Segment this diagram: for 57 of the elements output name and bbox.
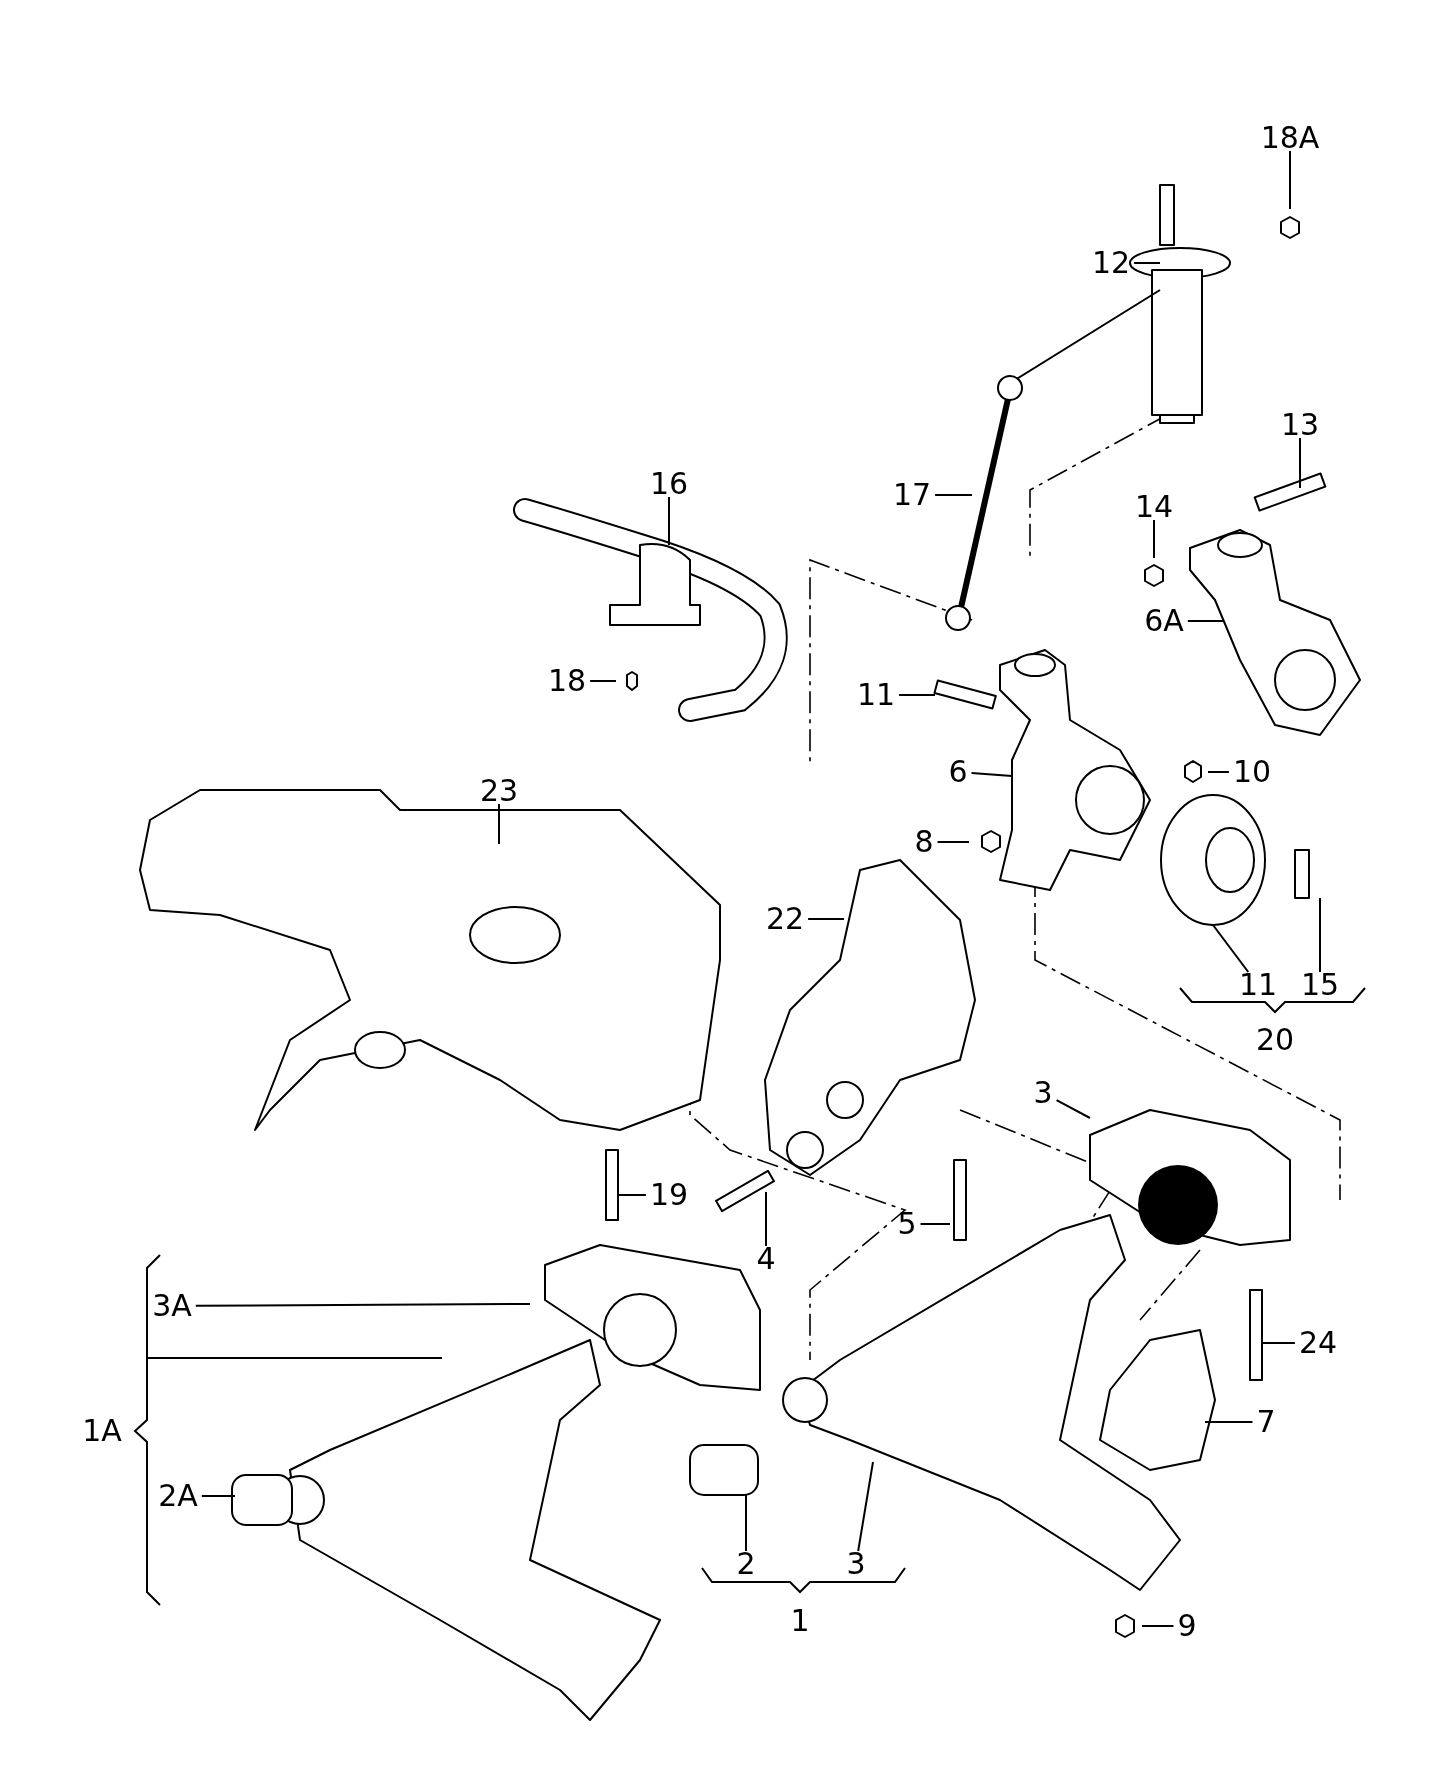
leader-line xyxy=(919,1223,951,1225)
leader-line xyxy=(936,841,970,843)
callout-number: 17 xyxy=(892,478,932,512)
callout-number: 6 xyxy=(948,755,968,789)
callout-number: 22 xyxy=(765,902,805,936)
leader-line xyxy=(857,1461,874,1552)
leader-line xyxy=(1153,519,1155,559)
callout-number: 9 xyxy=(1177,1609,1197,1643)
group-number: 20 xyxy=(1255,1023,1295,1057)
leader-line xyxy=(970,772,1013,777)
callout-number: 11 xyxy=(856,678,896,712)
callout-number: 11 xyxy=(1238,968,1278,1002)
callout-number: 12 xyxy=(1091,246,1131,280)
callout-number: 3 xyxy=(1033,1076,1053,1110)
leader-line xyxy=(934,494,973,496)
leader-line xyxy=(745,1494,747,1552)
leader-line xyxy=(1133,262,1161,264)
leader-line xyxy=(1186,620,1225,622)
callout-number: 13 xyxy=(1280,408,1320,442)
callout-number: 3 xyxy=(846,1547,866,1581)
callout-number: 16 xyxy=(649,467,689,501)
leader-line xyxy=(1289,150,1291,210)
leader-line xyxy=(1299,437,1301,489)
callout-number: 7 xyxy=(1256,1405,1276,1439)
callout-number: 2 xyxy=(736,1547,756,1581)
leader-line xyxy=(668,496,670,546)
group-number: 1 xyxy=(790,1604,810,1638)
leader-line xyxy=(1207,771,1230,773)
leader-line xyxy=(617,1194,647,1196)
leader-line xyxy=(807,918,845,920)
callout-number: 23 xyxy=(479,774,519,808)
callout-number: 18A xyxy=(1260,121,1320,155)
leader-line xyxy=(1055,1099,1091,1119)
callout-number: 19 xyxy=(649,1178,689,1212)
callout-number: 24 xyxy=(1298,1326,1338,1360)
callout-number: 3A xyxy=(152,1289,192,1323)
leader-line xyxy=(589,680,617,682)
leader-line xyxy=(1319,897,1321,973)
group-number: 1A xyxy=(82,1414,122,1448)
callout-number: 18 xyxy=(547,664,587,698)
leader-line xyxy=(898,694,936,696)
callout-number: 6A xyxy=(1144,604,1184,638)
leader-line xyxy=(1204,1421,1254,1423)
leader-line xyxy=(1212,924,1250,973)
callout-number: 4 xyxy=(756,1242,776,1276)
callout-number: 15 xyxy=(1300,968,1340,1002)
callout-number: 8 xyxy=(914,825,934,859)
callout-number: 14 xyxy=(1134,490,1174,524)
callout-number: 5 xyxy=(897,1207,917,1241)
leader-line xyxy=(498,803,500,845)
leader-line xyxy=(765,1191,767,1247)
leader-line xyxy=(200,1495,236,1497)
callout-number: 10 xyxy=(1232,755,1272,789)
callout-number: 2A xyxy=(158,1479,198,1513)
leader-line xyxy=(1261,1342,1296,1344)
leader-line xyxy=(194,1303,531,1307)
leader-line xyxy=(1141,1625,1175,1627)
